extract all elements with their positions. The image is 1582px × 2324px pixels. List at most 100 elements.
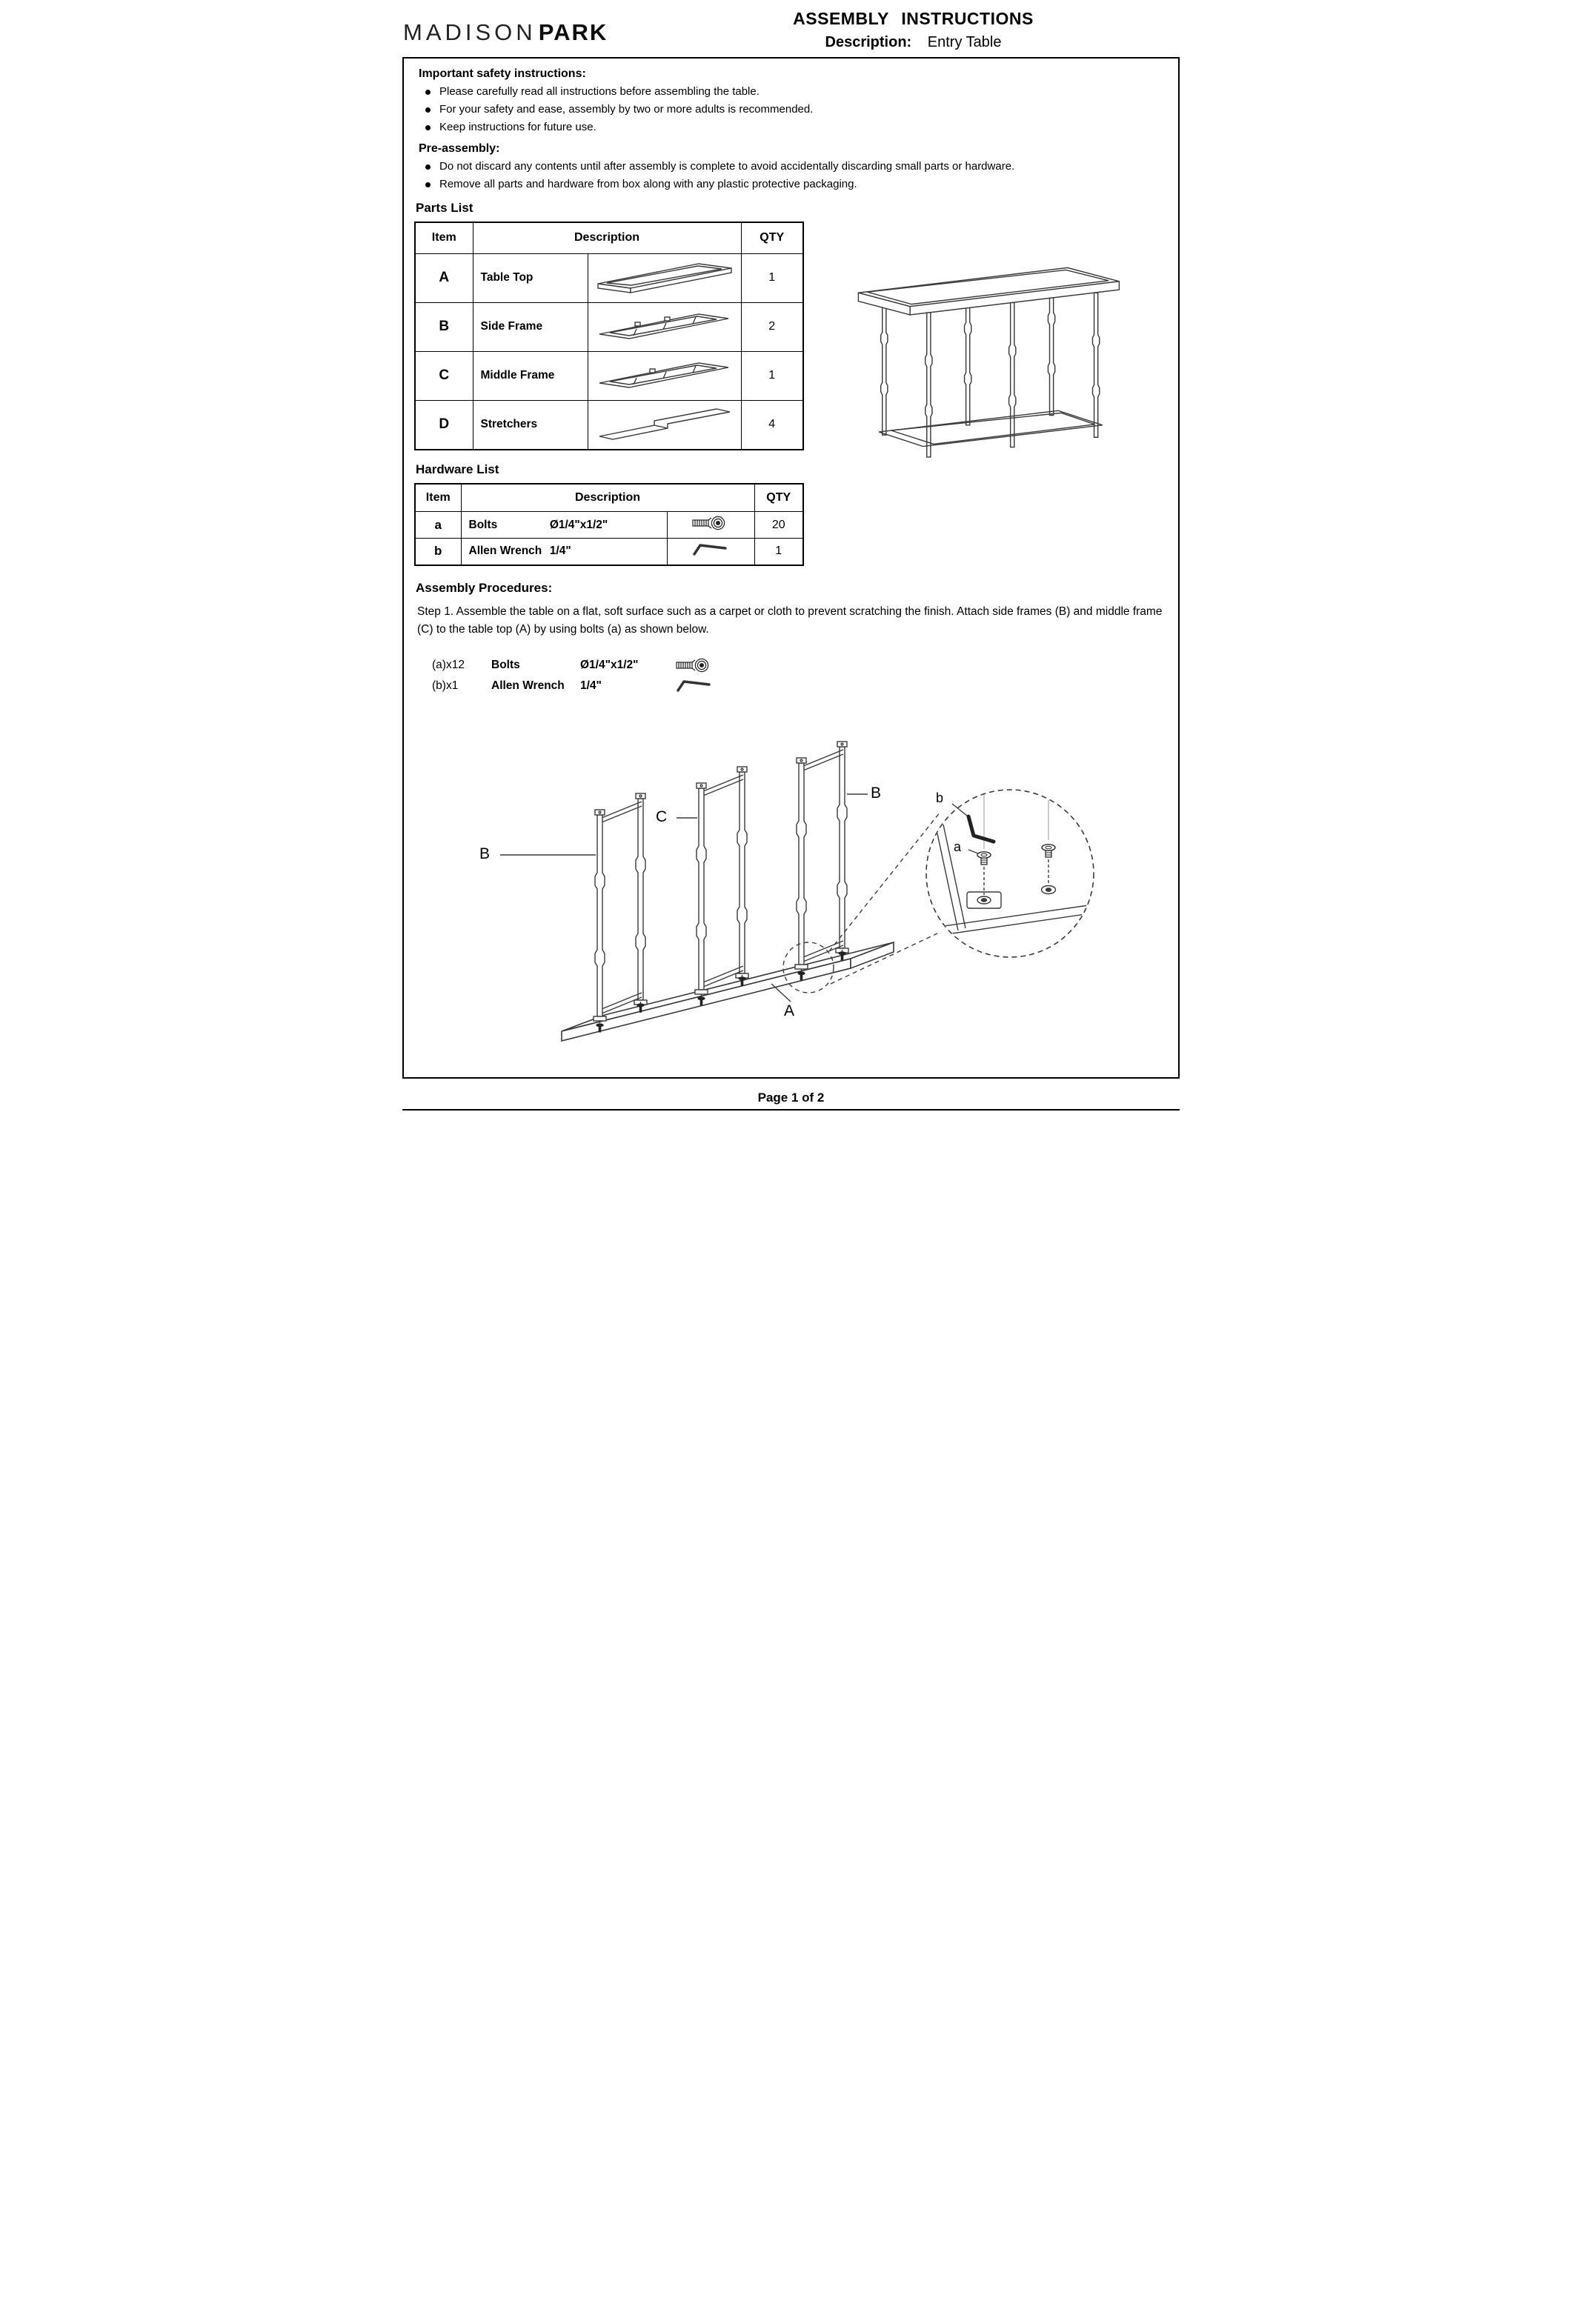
pre-assembly-heading: Pre-assembly: — [419, 142, 500, 155]
footer-rule — [402, 1108, 1180, 1111]
page-number: Page 1 of 2 — [757, 1090, 825, 1105]
safety-heading: Important safety instructions: — [419, 67, 586, 80]
label-side-frame-left: B — [479, 845, 491, 862]
parts-row-d: D Stretchers 4 — [414, 399, 804, 450]
safety-bullet-list: Please carefully read all instructions b… — [422, 83, 1168, 136]
hardware-table: Item Description QTY a Bolts Ø1/4"x1/2" — [414, 482, 804, 566]
part-qty: 1 — [740, 350, 804, 401]
logo-park: PARK — [538, 19, 608, 45]
parts-row-a: A Table Top — [414, 253, 804, 303]
assembled-table-illustration — [814, 222, 1168, 566]
part-image-cell — [587, 253, 742, 303]
description-line: Description: Entry Table — [648, 34, 1179, 51]
parts-table: Item Description QTY A Table Top — [414, 222, 804, 450]
part-qty: 2 — [740, 302, 804, 352]
content-border-box: Important safety instructions: Please ca… — [402, 57, 1180, 1079]
hardware-image-cell — [666, 511, 755, 539]
lists-and-illustration-row: Item Description QTY A Table Top — [414, 222, 1168, 566]
parts-col-description: Description — [472, 222, 742, 254]
pre-assembly-bullet: Remove all parts and hardware from box a… — [422, 176, 1168, 193]
assembly-section: Assembly Procedures: Step 1. Assemble th… — [414, 581, 1168, 1070]
hardware-header-row: Item Description QTY — [414, 483, 804, 512]
callout-count: (b)x1 — [432, 679, 459, 692]
safety-section: Important safety instructions: Please ca… — [414, 67, 1168, 193]
logo-madison: MADISON — [403, 19, 536, 45]
hardware-item-letter: a — [414, 511, 462, 539]
part-image-cell — [587, 399, 742, 450]
parts-row-b: B Side Frame — [414, 302, 804, 352]
hardware-list-heading: Hardware List — [416, 462, 499, 476]
parts-col-qty: QTY — [740, 222, 804, 254]
lists-column: Item Description QTY A Table Top — [414, 222, 810, 566]
label-allen-wrench: b — [936, 790, 944, 805]
part-description: Stretchers — [472, 399, 588, 450]
part-image-cell — [587, 302, 742, 352]
hardware-name: Bolts — [468, 518, 498, 531]
part-item-letter: C — [414, 350, 473, 401]
hardware-qty: 20 — [754, 511, 804, 539]
callout-allen-wrench: (b)x1 Allen Wrench 1/4" — [432, 676, 1168, 696]
label-bolt: a — [954, 839, 962, 854]
part-item-letter: B — [414, 302, 473, 352]
side-frame-drawing — [599, 313, 728, 339]
hardware-col-description: Description — [460, 483, 755, 512]
hardware-image-cell — [666, 538, 755, 565]
hardware-spec: 1/4" — [549, 545, 571, 558]
assembly-diagram-art — [500, 707, 1094, 1042]
document-title: ASSEMBLY INSTRUCTIONS — [793, 9, 1034, 28]
parts-row-c: C Middle Frame — [414, 350, 804, 401]
title-block: ASSEMBLY INSTRUCTIONS Description: Entry… — [648, 9, 1179, 51]
hardware-item-letter: b — [414, 538, 462, 565]
step1-hardware-callouts: (a)x12 Bolts Ø1/4"x1/2" — [432, 655, 1168, 696]
entry-table-drawing — [857, 267, 1120, 458]
part-description: Side Frame — [472, 302, 588, 352]
instruction-page: MADISONPARK ASSEMBLY INSTRUCTIONS Descri… — [396, 0, 1186, 1162]
hardware-col-item: Item — [414, 483, 462, 512]
table-top-drawing — [596, 262, 732, 293]
step1-text: Step 1. Assemble the table on a flat, so… — [417, 605, 1163, 636]
brand-logo: MADISONPARK — [403, 9, 648, 46]
description-label: Description: — [825, 34, 912, 50]
callout-spec: 1/4" — [580, 679, 602, 692]
safety-bullet: Please carefully read all instructions b… — [422, 83, 1168, 101]
part-description: Middle Frame — [472, 350, 588, 401]
part-description: Table Top — [472, 253, 588, 303]
hardware-spec: Ø1/4"x1/2" — [549, 518, 608, 531]
assembly-heading: Assembly Procedures: — [416, 580, 553, 595]
document-header: MADISONPARK ASSEMBLY INSTRUCTIONS Descri… — [396, 4, 1186, 53]
part-qty: 4 — [740, 399, 804, 450]
hardware-name: Allen Wrench — [468, 545, 542, 558]
allen-wrench-icon — [693, 544, 727, 556]
safety-bullet: Keep instructions for future use. — [422, 119, 1168, 136]
page-footer: Page 1 of 2 — [402, 1091, 1180, 1111]
pre-assembly-bullet: Do not discard any contents until after … — [422, 158, 1168, 176]
callout-spec: Ø1/4"x1/2" — [580, 658, 639, 671]
label-side-frame-right: B — [871, 784, 882, 802]
hardware-row-b: b Allen Wrench 1/4" 1 — [414, 538, 804, 565]
hardware-qty: 1 — [754, 538, 804, 565]
part-qty: 1 — [740, 253, 804, 303]
parts-header-row: Item Description QTY — [414, 222, 804, 254]
part-item-letter: D — [414, 399, 473, 450]
parts-col-item: Item — [414, 222, 473, 254]
part-image-cell — [587, 350, 742, 401]
bolt-icon — [692, 516, 725, 530]
hardware-description: Allen Wrench 1/4" — [460, 538, 668, 565]
part-item-letter: A — [414, 253, 473, 303]
safety-bullet: For your safety and ease, assembly by tw… — [422, 101, 1168, 119]
bolt-icon — [676, 658, 709, 672]
callout-name: Allen Wrench — [491, 679, 565, 692]
description-value: Entry Table — [927, 34, 1002, 50]
pre-assembly-bullet-list: Do not discard any contents until after … — [422, 158, 1168, 193]
label-table-top: A — [784, 1002, 795, 1019]
hardware-description: Bolts Ø1/4"x1/2" — [460, 511, 668, 539]
middle-frame-drawing — [599, 362, 728, 388]
parts-list-heading: Parts List — [416, 201, 473, 215]
assembly-diagram: B C B A b a — [417, 707, 1180, 1070]
hardware-row-a: a Bolts Ø1/4"x1/2" — [414, 511, 804, 539]
allen-wrench-icon — [677, 679, 711, 692]
stretcher-drawing — [599, 407, 730, 440]
callout-count: (a)x12 — [432, 658, 465, 671]
hardware-col-qty: QTY — [754, 483, 804, 512]
label-middle-frame: C — [656, 808, 668, 825]
